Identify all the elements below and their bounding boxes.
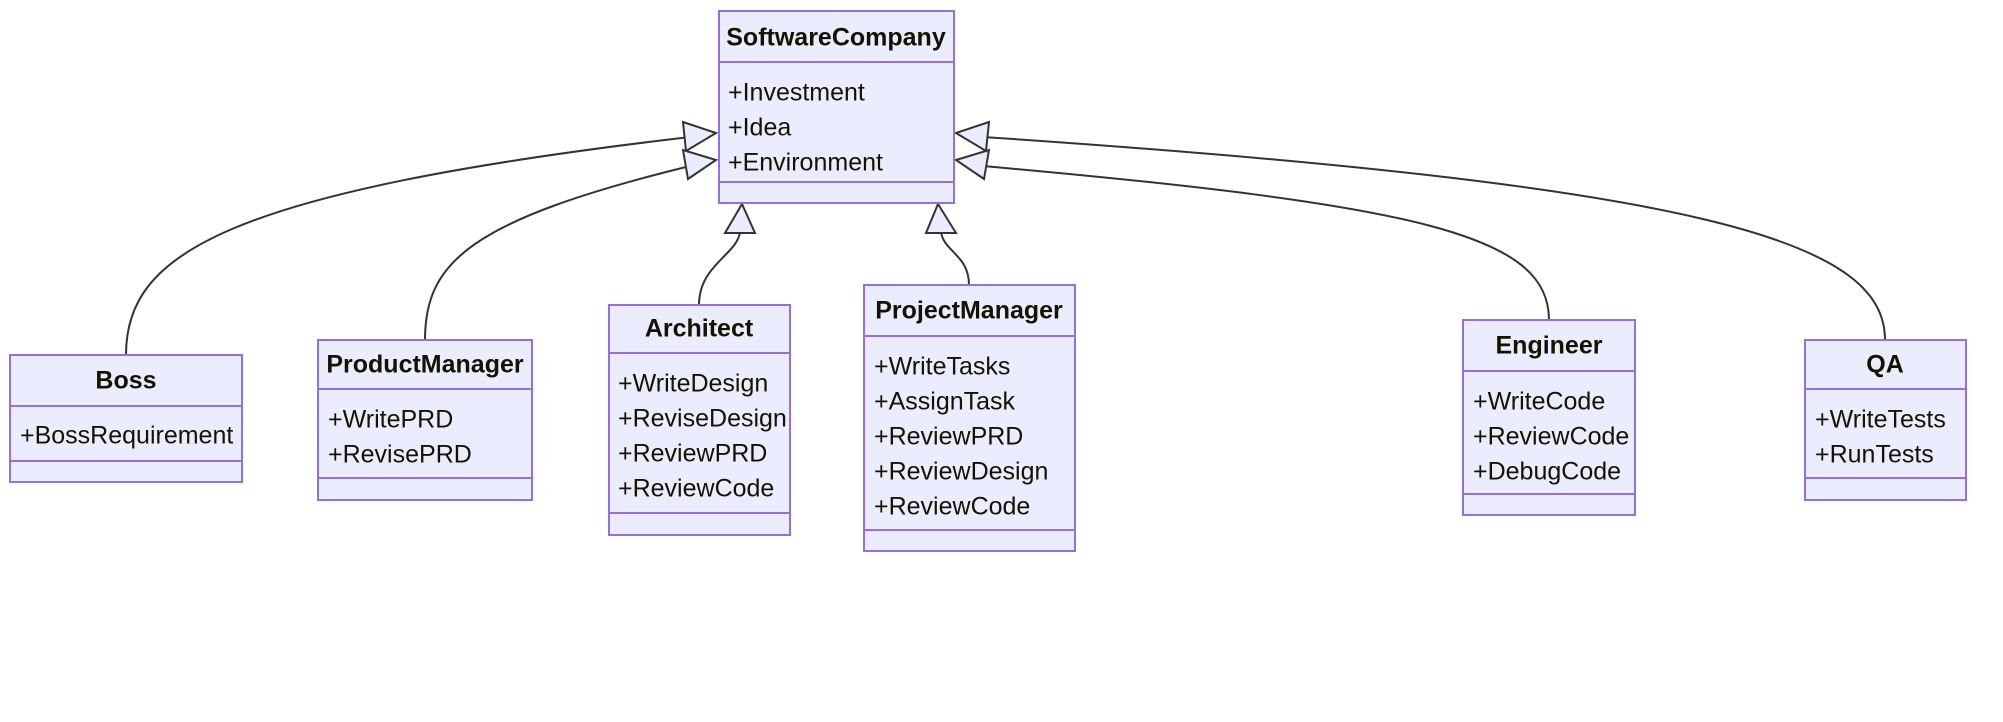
class-attribute-architect-2: +ReviewPRD	[618, 440, 767, 468]
relation-qa-to-softwarecompany	[953, 120, 1886, 341]
relationship-edges	[125, 120, 1886, 356]
inheritance-arrowhead-boss	[681, 120, 719, 153]
class-title-productmanager: ProductManager	[326, 351, 524, 379]
class-box-outline-architect	[608, 304, 791, 536]
relation-engineer-to-softwarecompany	[953, 148, 1550, 321]
class-attribute-softwarecompany-2: +Environment	[728, 149, 883, 177]
inheritance-arrowhead-qa	[953, 120, 991, 153]
class-box-architect[interactable]: Architect +WriteDesign +ReviseDesign +Re…	[608, 304, 791, 536]
inheritance-arrowhead-engineer	[953, 148, 991, 181]
class-box-productmanager[interactable]: ProductManager +WritePRD +RevisePRD	[317, 339, 533, 501]
class-box-outline-softwarecompany	[718, 10, 955, 204]
class-attribute-architect-1: +ReviseDesign	[618, 405, 787, 433]
class-box-qa[interactable]: QA +WriteTests +RunTests	[1804, 339, 1967, 501]
class-title-engineer: Engineer	[1496, 332, 1603, 360]
class-title-architect: Architect	[645, 315, 754, 343]
class-title-qa: QA	[1866, 351, 1904, 379]
class-attribute-qa-1: +RunTests	[1815, 441, 1934, 469]
class-attribute-projectmanager-4: +ReviewCode	[874, 493, 1030, 521]
class-attribute-productmanager-0: +WritePRD	[328, 406, 453, 434]
class-box-boss[interactable]: Boss +BossRequirement	[9, 354, 243, 483]
class-box-outline-engineer	[1462, 319, 1636, 516]
edge-line-projectmanager	[940, 231, 970, 286]
class-attribute-softwarecompany-0: +Investment	[728, 79, 865, 107]
edge-line-productmanager	[424, 165, 691, 341]
class-box-outline-projectmanager	[863, 284, 1076, 552]
class-box-outline-productmanager	[317, 339, 533, 501]
class-box-softwarecompany[interactable]: SoftwareCompany +Investment +Idea +Envir…	[718, 10, 955, 204]
inheritance-arrowhead-projectmanager	[924, 201, 958, 234]
inheritance-arrowhead-productmanager	[681, 148, 719, 181]
relation-projectmanager-to-softwarecompany	[924, 201, 970, 286]
class-attribute-projectmanager-3: +ReviewDesign	[874, 458, 1048, 486]
class-attribute-engineer-0: +WriteCode	[1473, 388, 1605, 416]
class-box-outline-qa	[1804, 339, 1967, 501]
class-attribute-qa-0: +WriteTests	[1815, 406, 1946, 434]
class-box-projectmanager[interactable]: ProjectManager +WriteTasks +AssignTask +…	[863, 284, 1076, 552]
class-attribute-engineer-1: +ReviewCode	[1473, 423, 1629, 451]
edge-line-boss	[125, 136, 691, 356]
class-attribute-boss-0: +BossRequirement	[20, 422, 233, 450]
class-attribute-projectmanager-0: +WriteTasks	[874, 353, 1010, 381]
inheritance-arrowhead-architect	[723, 201, 757, 234]
class-title-projectmanager: ProjectManager	[875, 297, 1063, 325]
relation-architect-to-softwarecompany	[698, 201, 757, 306]
class-title-boss: Boss	[95, 367, 156, 395]
class-attribute-projectmanager-1: +AssignTask	[874, 388, 1016, 416]
class-attribute-engineer-2: +DebugCode	[1473, 458, 1621, 486]
edge-line-engineer	[982, 165, 1550, 321]
class-attribute-projectmanager-2: +ReviewPRD	[874, 423, 1023, 451]
class-box-engineer[interactable]: Engineer +WriteCode +ReviewCode +DebugCo…	[1462, 319, 1636, 516]
class-attribute-productmanager-1: +RevisePRD	[328, 441, 472, 469]
class-attribute-architect-0: +WriteDesign	[618, 370, 768, 398]
edge-line-qa	[982, 136, 1886, 341]
class-title-softwarecompany: SoftwareCompany	[726, 24, 946, 52]
relation-productmanager-to-softwarecompany	[424, 148, 719, 341]
relation-boss-to-softwarecompany	[125, 120, 719, 356]
class-attribute-architect-3: +ReviewCode	[618, 475, 774, 503]
edge-line-architect	[698, 231, 741, 306]
class-attribute-softwarecompany-1: +Idea	[728, 114, 791, 142]
